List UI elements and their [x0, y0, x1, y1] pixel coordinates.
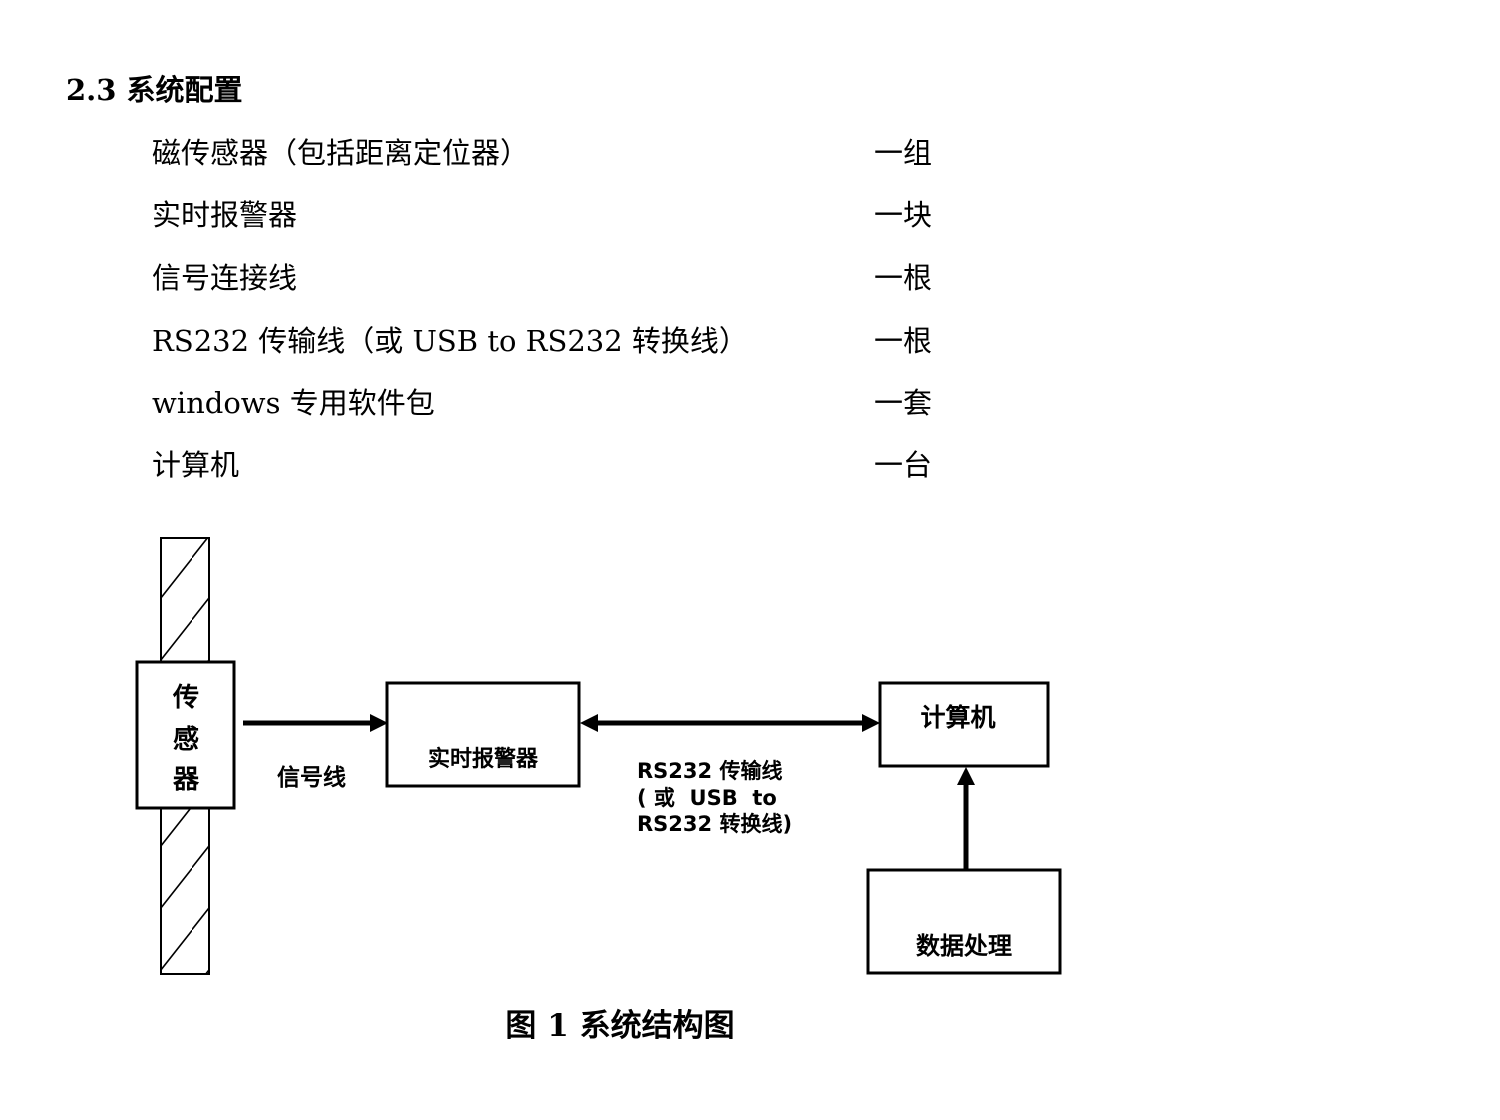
config-item-qty: 一块	[874, 198, 933, 232]
config-row: RS232 传输线（或 USB to RS232 转换线） 一根	[0, 321, 1500, 361]
data-processing-label: 数据处理	[916, 932, 1012, 960]
config-item-name: 磁传感器（包括距离定位器）	[152, 136, 530, 170]
sensor-box: 传 感 器	[135, 660, 236, 810]
sensor-label-char: 传	[172, 683, 199, 713]
config-item-name: 实时报警器	[152, 198, 298, 232]
figure-caption: 图 1 系统结构图	[505, 1008, 735, 1044]
config-item-name: RS232 传输线（或 USB to RS232 转换线）	[152, 324, 748, 358]
computer-box: 计算机	[878, 681, 1050, 768]
rs232-label-line: RS232 传输线	[637, 759, 782, 783]
signal-line-label: 信号线	[277, 764, 346, 791]
computer-label: 计算机	[920, 703, 995, 732]
data-processing-arrow	[957, 767, 975, 870]
alarm-label: 实时报警器	[428, 746, 539, 772]
section-title: 2.3 系统配置	[66, 73, 243, 107]
config-item-name: 计算机	[152, 448, 240, 482]
config-item-name: 信号连接线	[152, 261, 298, 295]
sensor-label-char: 器	[172, 765, 200, 795]
rs232-arrow	[580, 714, 880, 732]
config-list: 磁传感器（包括距离定位器） 一组 实时报警器 一块 信号连接线 一根 RS232…	[0, 0, 1500, 500]
sensor-label-char: 感	[173, 725, 199, 755]
config-item-qty: 一根	[874, 324, 933, 358]
alarm-box: 实时报警器	[385, 681, 581, 788]
config-row: 磁传感器（包括距离定位器） 一组	[0, 133, 1500, 173]
config-item-qty: 一台	[874, 448, 933, 482]
data-processing-box: 数据处理	[866, 868, 1062, 975]
rs232-label-line: RS232 转换线)	[637, 812, 792, 836]
config-row: 信号连接线 一根	[0, 258, 1500, 298]
config-row: windows 专用软件包 一套	[0, 383, 1500, 423]
rs232-label: RS232 传输线 ( 或 USB to RS232 转换线)	[637, 759, 792, 836]
config-row: 实时报警器 一块	[0, 195, 1500, 235]
config-item-qty: 一组	[874, 136, 933, 170]
rs232-label-line: ( 或 USB to	[637, 786, 777, 810]
config-item-qty: 一套	[874, 386, 933, 420]
config-row: 计算机 一台	[0, 445, 1500, 485]
config-item-qty: 一根	[874, 261, 933, 295]
config-item-name: windows 专用软件包	[152, 386, 435, 420]
signal-line-arrow	[243, 714, 388, 732]
